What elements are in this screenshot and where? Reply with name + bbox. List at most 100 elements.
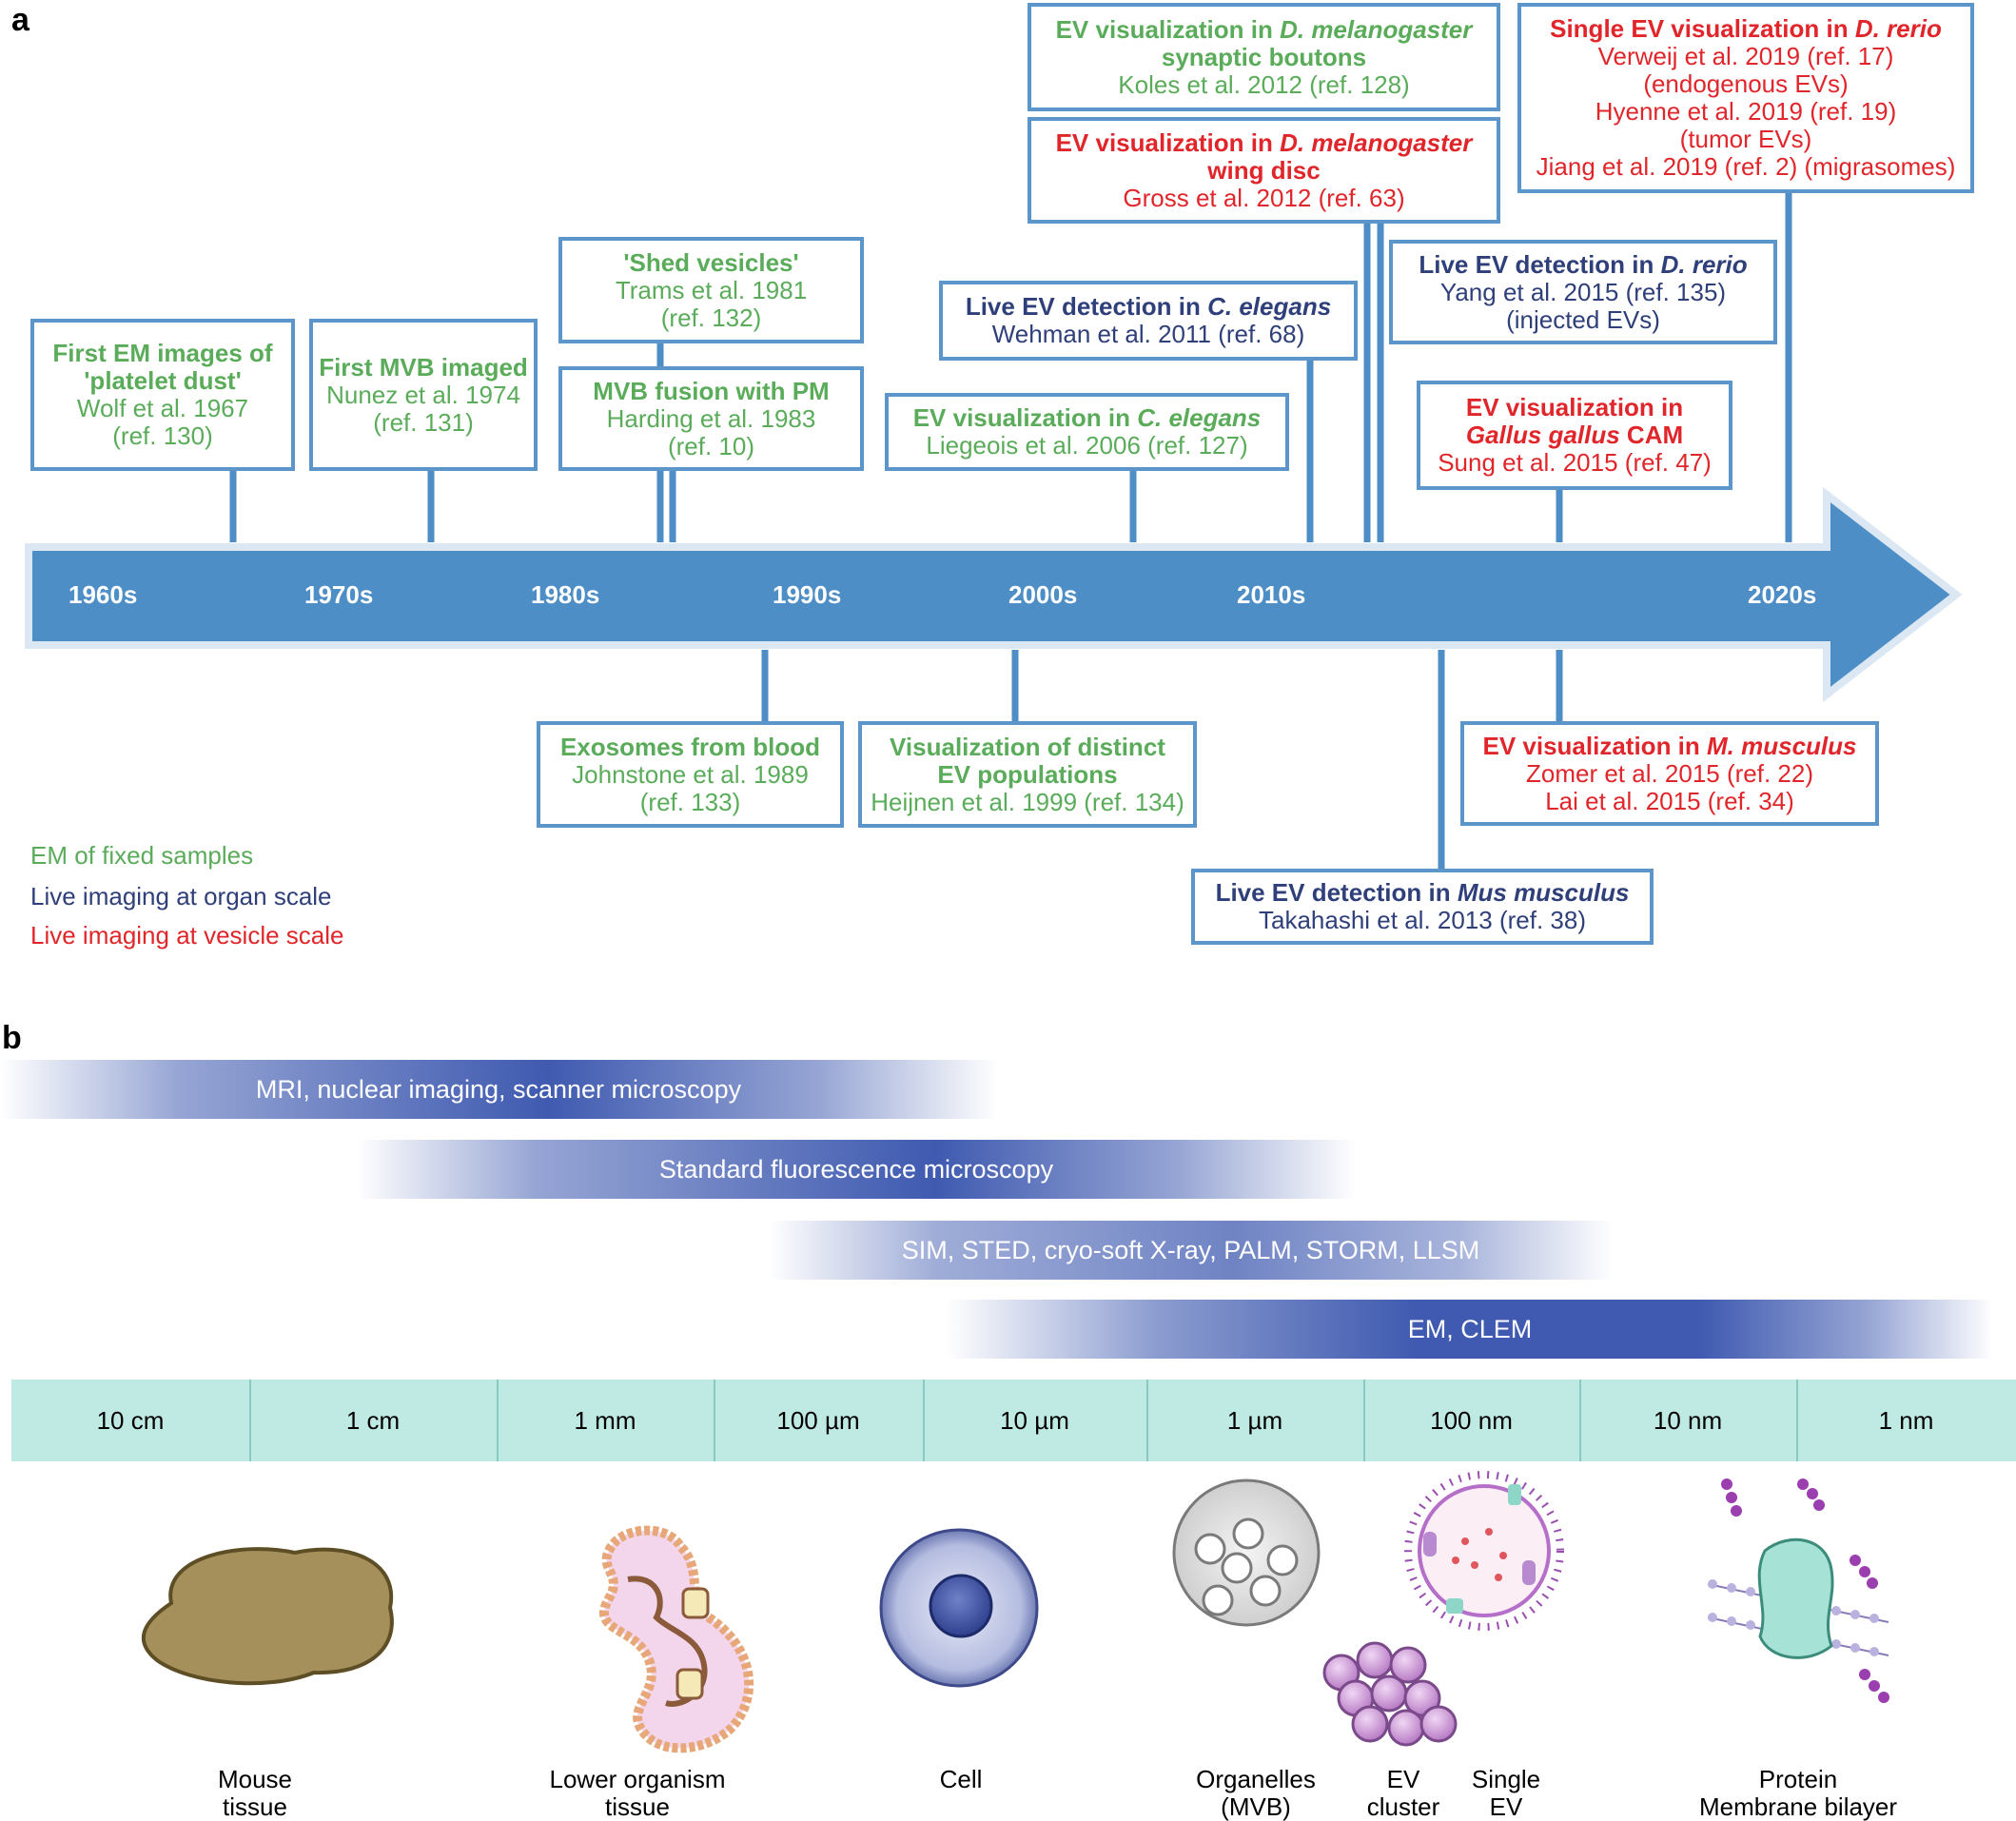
scale-divider [1579, 1380, 1581, 1461]
event-ref: (ref. 131) [373, 407, 474, 437]
event-ref: (ref. 130) [112, 421, 213, 450]
scale-divider [1146, 1380, 1148, 1461]
event-title-2: EV populations [937, 759, 1118, 789]
event-title: First MVB imaged [319, 352, 528, 382]
event-platelet-dust: First EM images of 'platelet dust' Wolf … [30, 319, 295, 471]
decade-2020s: 2020s [1748, 580, 1817, 609]
event-ref: (ref. 10) [667, 431, 755, 460]
scale-divider [714, 1380, 715, 1461]
event-mvb-fusion: MVB fusion with PM Harding et al. 1983 (… [558, 366, 864, 471]
caption-line: (MVB) [1221, 1792, 1291, 1821]
decade-1960s: 1960s [69, 580, 138, 609]
scale-1nm: 1 nm [1878, 1405, 1934, 1435]
mouse-tissue-icon [141, 1547, 394, 1686]
event-ref: Heijnen et al. 1999 (ref. 134) [871, 787, 1184, 816]
single-ev-icon [1404, 1471, 1564, 1631]
event-live-mus-musculus: Live EV detection in Mus musculus Takaha… [1191, 869, 1654, 945]
decade-2010s: 2010s [1237, 580, 1306, 609]
caption-lower-organism: Lower organism tissue [533, 1766, 742, 1821]
scale-bar [11, 1380, 2016, 1461]
event-ref: Koles et al. 2012 (ref. 128) [1118, 69, 1410, 99]
caption-mouse-tissue: Mouse tissue [188, 1766, 322, 1821]
event-ref: Hyenne et al. 2019 (ref. 19) [1595, 97, 1897, 126]
caption-line: Cell [939, 1765, 983, 1793]
event-title: Live EV detection in [1419, 249, 1661, 279]
scale-1cm: 1 cm [345, 1405, 401, 1435]
caption-line: tissue [223, 1792, 287, 1821]
timeline-graphic [25, 190, 1963, 871]
technique-label: EM, CLEM [1407, 1314, 1533, 1343]
event-ref: Wehman et al. 2011 (ref. 68) [991, 320, 1305, 348]
event-first-mvb: First MVB imaged Nunez et al. 1974 (ref.… [309, 319, 538, 471]
event-single-ev-d-rerio: Single EV visualization in D. rerio Verw… [1517, 3, 1974, 193]
scale-100nm: 100 nm [1430, 1405, 1513, 1435]
event-ref: Liegeois et al. 2006 (ref. 127) [926, 431, 1248, 460]
event-ref: Yang et al. 2015 (ref. 135) [1439, 277, 1727, 306]
caption-line: Single [1471, 1765, 1541, 1793]
event-ref: (ref. 132) [660, 303, 762, 332]
caption-cell: Cell [913, 1766, 1008, 1793]
event-title-2: wing disc [1207, 155, 1321, 185]
event-ref: Trams et al. 1981 [615, 275, 808, 304]
scale-10um: 10 µm [1000, 1405, 1069, 1435]
event-ref: Zomer et al. 2015 (ref. 22) [1525, 758, 1814, 788]
event-shed-vesicles: 'Shed vesicles' Trams et al. 1981 (ref. … [558, 237, 864, 343]
event-title-2: synaptic boutons [1161, 42, 1367, 71]
caption-line: tissue [605, 1792, 670, 1821]
event-ref: (endogenous EVs) [1643, 69, 1849, 98]
scale-1mm: 1 mm [574, 1405, 636, 1435]
event-title: Visualization of distinct [890, 732, 1165, 761]
legend-em-fixed: EM of fixed samples [30, 841, 254, 870]
event-title: EV visualization in [1055, 127, 1281, 157]
caption-line: Mouse [217, 1765, 293, 1793]
scale-divider [249, 1380, 251, 1461]
technique-band-super-resolution: SIM, STED, cryo-soft X-ray, PALM, STORM,… [769, 1221, 1613, 1280]
event-species: Mus musculus [1457, 878, 1630, 907]
event-live-c-elegans: Live EV detection in C. elegans Wehman e… [939, 281, 1358, 361]
technique-band-mri: MRI, nuclear imaging, scanner microscopy [0, 1060, 997, 1119]
scale-divider [1363, 1380, 1365, 1461]
technique-label: SIM, STED, cryo-soft X-ray, PALM, STORM,… [901, 1235, 1480, 1264]
caption-ev-cluster: EV cluster [1360, 1766, 1446, 1821]
event-species: D. melanogaster [1280, 14, 1473, 44]
event-ref: Nunez et al. 1974 [326, 380, 520, 409]
scale-10nm: 10 nm [1653, 1405, 1723, 1435]
event-title: EV visualization in [1055, 14, 1281, 44]
decade-1980s: 1980s [531, 580, 600, 609]
event-species: C. elegans [1137, 403, 1262, 432]
event-title: EV visualization in [1465, 393, 1684, 421]
event-species: C. elegans [1207, 292, 1332, 321]
event-ev-m-musculus: EV visualization in M. musculus Zomer et… [1460, 721, 1879, 826]
caption-line: cluster [1366, 1792, 1440, 1821]
scale-divider [923, 1380, 925, 1461]
scale-illustrations [141, 1471, 1889, 1753]
event-species: Gallus gallus [1465, 421, 1620, 449]
event-ref: Lai et al. 2015 (ref. 34) [1545, 786, 1794, 815]
event-species: D. rerio [1660, 249, 1748, 279]
event-ref: (injected EVs) [1506, 304, 1660, 334]
ev-cluster-icon [1322, 1641, 1458, 1747]
technique-label: MRI, nuclear imaging, scanner microscopy [255, 1074, 742, 1104]
decade-2000s: 2000s [1008, 580, 1078, 609]
event-ref: Sung et al. 2015 (ref. 47) [1438, 448, 1712, 477]
scale-1um: 1 µm [1226, 1405, 1283, 1435]
lower-organism-tissue-icon [599, 1525, 754, 1753]
decade-1990s: 1990s [773, 580, 842, 609]
scale-100um: 100 µm [776, 1405, 860, 1435]
scale-10cm: 10 cm [96, 1405, 165, 1435]
event-title: Single EV visualization in [1550, 14, 1855, 43]
event-ev-c-elegans: EV visualization in C. elegans Liegeois … [885, 393, 1289, 471]
event-title: Live EV detection in [965, 292, 1208, 321]
event-ref: Wolf et al. 1967 [76, 394, 249, 422]
event-ref: (ref. 133) [639, 787, 741, 816]
event-ref: Takahashi et al. 2013 (ref. 38) [1259, 906, 1586, 934]
event-distinct-ev-populations: Visualization of distinct EV populations… [858, 721, 1197, 828]
event-title: Exosomes from blood [559, 732, 821, 761]
event-species: M. musculus [1707, 731, 1857, 760]
event-ref: Jiang et al. 2019 (ref. 2) (migrasomes) [1536, 152, 1956, 181]
event-ref: (tumor EVs) [1679, 125, 1812, 153]
caption-single-ev: Single EV [1463, 1766, 1549, 1821]
event-title: EV visualization in [912, 403, 1138, 432]
legend-organ-scale: Live imaging at organ scale [30, 882, 332, 910]
caption-line: EV [1489, 1792, 1523, 1821]
